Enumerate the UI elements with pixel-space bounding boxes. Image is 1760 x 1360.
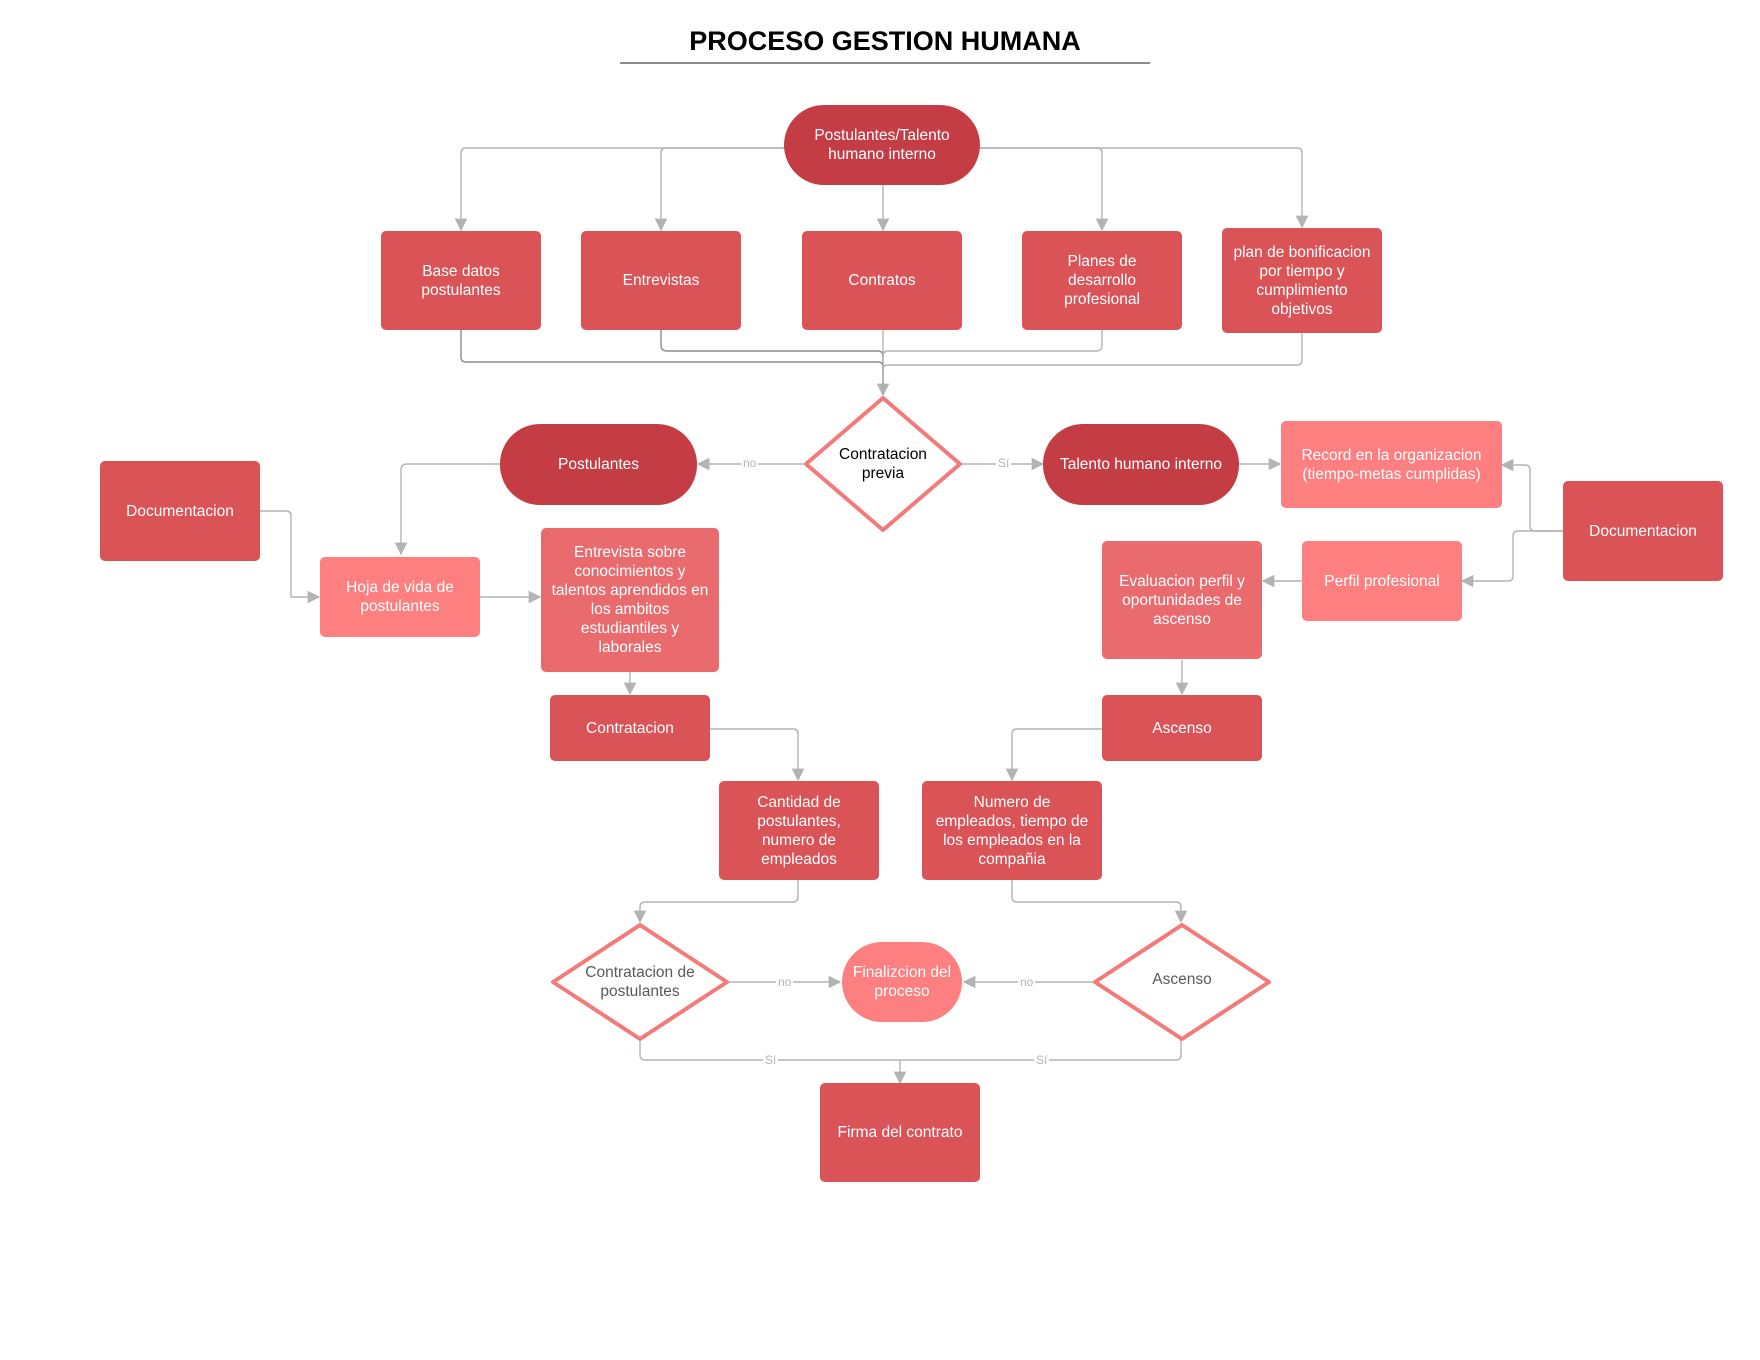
edge-label-ascenso-no: no — [1018, 975, 1036, 989]
node-planes-desarrollo[interactable]: Planes de desarrollo profesional — [1022, 231, 1182, 330]
edge-top-to-bonificacion — [980, 147, 1309, 229]
edge-top-to-planes — [980, 147, 1109, 232]
decision-ascenso-shape[interactable] — [1092, 922, 1272, 1042]
edge-contratacion-to-cantidad — [710, 728, 805, 782]
node-documentacion-left[interactable]: Documentacion — [100, 461, 260, 561]
node-record-organizacion[interactable]: Record en la organizacion (tiempo-metas … — [1281, 421, 1502, 508]
node-entrevistas[interactable]: Entrevistas — [581, 231, 741, 330]
node-base-datos[interactable]: Base datos postulantes — [381, 231, 541, 330]
node-finalizacion[interactable]: Finalizcion del proceso — [842, 942, 962, 1022]
node-postulantes-talento[interactable]: Postulantes/Talento humano interno — [784, 105, 980, 185]
edge-top-to-entrevistas — [654, 147, 785, 232]
edge-label-contratacion-si: Sí — [763, 1053, 779, 1067]
node-plan-bonificacion[interactable]: plan de bonificacion por tiempo y cumpli… — [1222, 228, 1382, 333]
node-hoja-vida[interactable]: Hoja de vida de postulantes — [320, 557, 480, 637]
edge-cantidad-to-decision — [633, 880, 799, 924]
node-numero-empleados[interactable]: Numero de empleados, tiempo de los emple… — [922, 781, 1102, 880]
edge-base-datos-merge — [460, 330, 890, 397]
edge-documentacion-to-record — [1500, 458, 1563, 532]
edge-ascenso-to-numero — [1005, 728, 1102, 782]
decision-contratacion-previa: Contratacion previa — [839, 446, 927, 482]
edge-numero-to-decision — [1011, 880, 1188, 924]
edge-top-to-base-datos — [454, 147, 785, 232]
node-talento-interno[interactable]: Talento humano interno — [1043, 424, 1239, 505]
node-contratacion[interactable]: Contratacion — [550, 695, 710, 761]
edge-label-contratacion-no: no — [776, 975, 794, 989]
decision-contratacion-postulantes-shape[interactable] — [550, 922, 730, 1042]
node-documentacion-right[interactable]: Documentacion — [1563, 481, 1723, 581]
node-entrevista-conocimientos[interactable]: Entrevista sobre conocimientos y talento… — [541, 528, 719, 672]
edge-label-previa-no: no — [741, 456, 759, 470]
decision-contratacion-postulantes: Contratacion de postulantes — [585, 964, 695, 1000]
decision-contratacion-previa-shape[interactable] — [803, 395, 963, 533]
node-postulantes[interactable]: Postulantes — [500, 424, 697, 505]
edge-label-ascenso-si: Sí — [1034, 1053, 1050, 1067]
node-contratos[interactable]: Contratos — [802, 231, 962, 330]
edge-documentacion-to-hoja — [260, 510, 321, 604]
edge-bonificacion-merge — [882, 333, 1303, 371]
page-title: PROCESO GESTION HUMANA — [620, 22, 1150, 64]
node-firma-contrato[interactable]: Firma del contrato — [820, 1083, 980, 1182]
edge-planes-merge — [882, 330, 1103, 357]
edge-documentacion-to-perfil — [1460, 530, 1563, 588]
node-evaluacion-perfil[interactable]: Evaluacion perfil y oportunidades de asc… — [1102, 541, 1262, 659]
edge-label-previa-si: Sí — [996, 456, 1012, 470]
edge-ascenso-si — [900, 1040, 1182, 1061]
edge-postulantes-to-hoja — [394, 463, 502, 556]
edge-contratacion-si — [639, 1040, 900, 1061]
node-ascenso[interactable]: Ascenso — [1102, 695, 1262, 761]
node-cantidad-postulantes[interactable]: Cantidad de postulantes, numero de emple… — [719, 781, 879, 880]
node-perfil-profesional[interactable]: Perfil profesional — [1302, 541, 1462, 621]
decision-ascenso: Ascenso — [1152, 970, 1212, 988]
